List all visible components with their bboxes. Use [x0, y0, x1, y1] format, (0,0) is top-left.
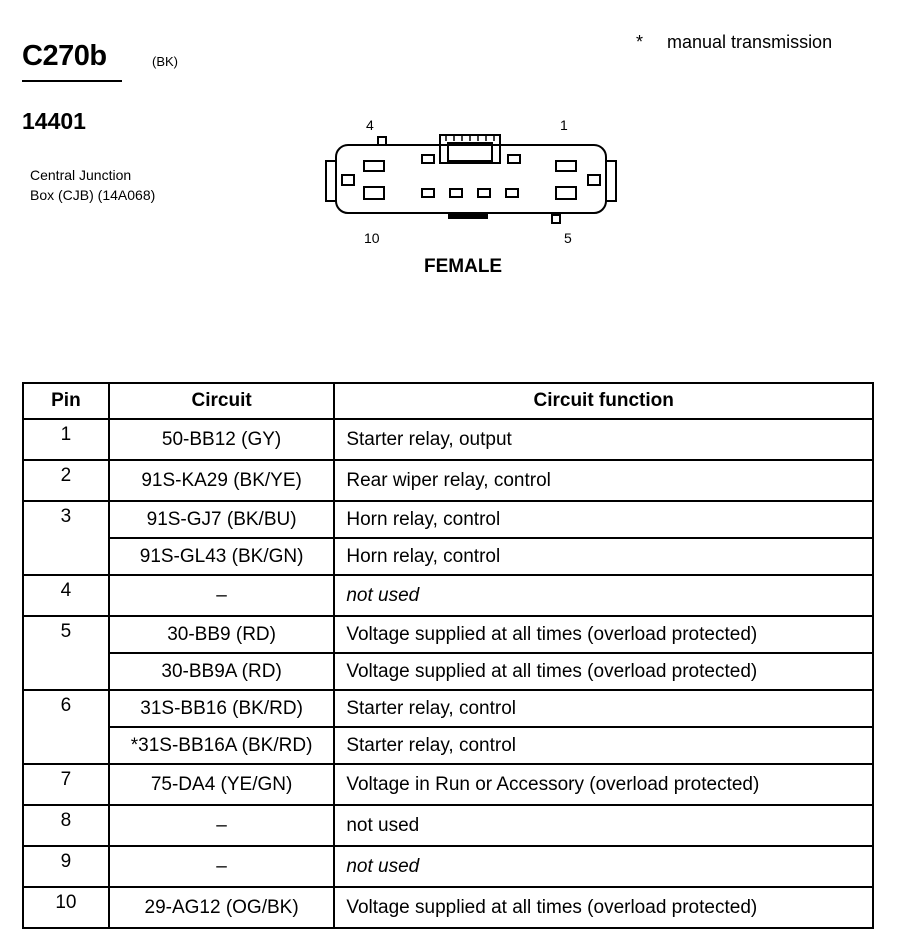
- function-cell: not used: [333, 804, 874, 847]
- pinout-table: Pin Circuit Circuit function 1 50-BB12 (…: [22, 382, 874, 929]
- column-header-pin: Pin: [22, 382, 110, 420]
- circuit-cell: 30-BB9A (RD): [107, 652, 336, 691]
- table-row: 5 30-BB9 (RD) Voltage supplied at all ti…: [22, 615, 874, 691]
- function-cell: not used: [333, 845, 874, 888]
- table-row: 30-BB9A (RD) Voltage supplied at all tim…: [23, 652, 874, 691]
- circuit-cell: 31S-BB16 (BK/RD): [107, 689, 336, 728]
- pin-cell: 8: [22, 804, 110, 847]
- title-underline: [22, 80, 122, 82]
- connector-left-latch: [341, 174, 355, 186]
- cavity-3: [421, 154, 435, 164]
- function-cell: Voltage in Run or Accessory (overload pr…: [333, 763, 874, 806]
- function-cell: Starter relay, output: [333, 418, 874, 461]
- circuit-cell: –: [107, 804, 336, 847]
- cavity-8: [449, 188, 463, 198]
- cavity-1: [555, 160, 577, 172]
- function-cell: not used: [333, 574, 874, 617]
- circuit-cell: 91S-GL43 (BK/GN): [107, 537, 336, 576]
- pin-label-bottom-left: 10: [364, 230, 380, 246]
- table-row: 4 – not used: [22, 574, 874, 617]
- pin-cell: 2: [22, 459, 110, 502]
- pin-label-top-left: 4: [366, 117, 374, 133]
- table-row: 7 75-DA4 (YE/GN) Voltage in Run or Acces…: [22, 763, 874, 806]
- table-row: *31S-BB16A (BK/RD) Starter relay, contro…: [23, 726, 874, 765]
- part-number: 14401: [22, 108, 86, 134]
- cavity-10: [363, 186, 385, 200]
- function-cell: Horn relay, control: [333, 537, 874, 576]
- connector-gender-label: FEMALE: [424, 256, 503, 277]
- pin-cell: 4: [22, 574, 110, 617]
- pin-cell: 5: [22, 615, 110, 691]
- connector-body: [335, 144, 607, 214]
- component-name-line2: Box (CJB) (14A068): [30, 187, 156, 203]
- circuit-cell: 91S-GJ7 (BK/BU): [107, 500, 336, 539]
- connector-color-code: (BK): [152, 54, 178, 69]
- column-header-function: Circuit function: [333, 382, 874, 420]
- pin-label-top-right: 1: [560, 117, 568, 133]
- table-row: 3 91S-GJ7 (BK/BU) Horn relay, control: [22, 500, 874, 576]
- cavity-7: [477, 188, 491, 198]
- column-header-circuit: Circuit: [107, 382, 336, 420]
- pin5-marker-tab: [551, 214, 561, 224]
- circuit-cell: 50-BB12 (GY): [107, 418, 336, 461]
- pin-cell: 1: [22, 418, 110, 461]
- function-cell: Rear wiper relay, control: [333, 459, 874, 502]
- connector-face-diagram: [325, 134, 617, 224]
- function-cell: Horn relay, control: [333, 500, 874, 539]
- circuit-cell: –: [107, 574, 336, 617]
- table-row: 2 91S-KA29 (BK/YE) Rear wiper relay, con…: [22, 459, 874, 502]
- table-row: 91S-GL43 (BK/GN) Horn relay, control: [23, 537, 874, 576]
- function-cell: Voltage supplied at all times (overload …: [333, 886, 874, 929]
- pin-cell: 10: [22, 886, 110, 929]
- table-row: 8 – not used: [22, 804, 874, 847]
- table-row: 10 29-AG12 (OG/BK) Voltage supplied at a…: [22, 886, 874, 929]
- pin-cell: 9: [22, 845, 110, 888]
- cavity-6: [505, 188, 519, 198]
- table-header-row: Pin Circuit Circuit function: [22, 382, 874, 420]
- pin-label-bottom-right: 5: [564, 230, 572, 246]
- cavity-5: [555, 186, 577, 200]
- cavity-9: [421, 188, 435, 198]
- connector-left-ear: [325, 160, 337, 202]
- footnote-symbol: *: [636, 32, 644, 52]
- table-row: 1 50-BB12 (GY) Starter relay, output: [22, 418, 874, 461]
- table-row: 6 31S-BB16 (BK/RD) Starter relay, contro…: [22, 689, 874, 765]
- circuit-cell: –: [107, 845, 336, 888]
- function-cell: Voltage supplied at all times (overload …: [333, 615, 874, 654]
- cavity-4: [363, 160, 385, 172]
- connector-top-key-inner: [447, 142, 493, 162]
- footnote: * manual transmission: [636, 32, 832, 53]
- circuit-cell: 30-BB9 (RD): [107, 615, 336, 654]
- connector-right-ear: [605, 160, 617, 202]
- pin-cell: 6: [22, 689, 110, 765]
- connector-id: C270b: [22, 40, 107, 72]
- pin-cell: 7: [22, 763, 110, 806]
- footnote-text: manual transmission: [667, 32, 833, 52]
- circuit-cell: 29-AG12 (OG/BK): [107, 886, 336, 929]
- function-cell: Voltage supplied at all times (overload …: [333, 652, 874, 691]
- connector-bottom-key: [448, 213, 488, 219]
- pin-cell: 3: [22, 500, 110, 576]
- component-name-line1: Central Junction: [30, 167, 132, 183]
- component-name: Central Junction Box (CJB) (14A068): [30, 165, 155, 205]
- function-cell: Starter relay, control: [333, 689, 874, 728]
- connector-right-latch: [587, 174, 601, 186]
- table-row: 9 – not used: [22, 845, 874, 888]
- cavity-2: [507, 154, 521, 164]
- circuit-cell: *31S-BB16A (BK/RD): [107, 726, 336, 765]
- circuit-cell: 75-DA4 (YE/GN): [107, 763, 336, 806]
- function-cell: Starter relay, control: [333, 726, 874, 765]
- circuit-cell: 91S-KA29 (BK/YE): [107, 459, 336, 502]
- pin4-marker-tab: [377, 136, 387, 146]
